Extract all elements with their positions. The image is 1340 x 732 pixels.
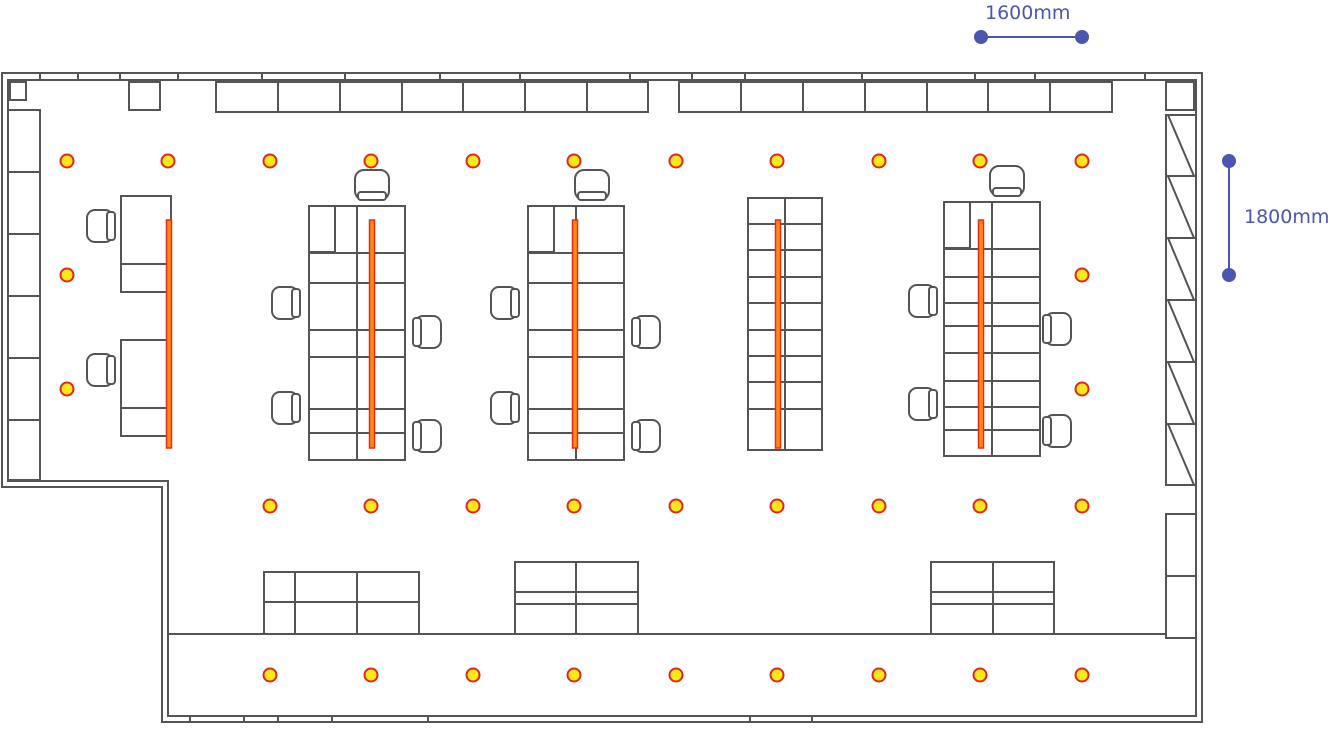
- ceiling-lights: [59, 153, 1090, 683]
- chair-icon: [908, 284, 938, 318]
- light-icon: [363, 667, 379, 683]
- light-icon: [1074, 498, 1090, 514]
- partition-screen: [977, 219, 985, 449]
- storage-cabinet-2: [514, 561, 639, 635]
- light-icon: [1074, 381, 1090, 397]
- dimension-endpoint: [1075, 30, 1089, 44]
- light-icon: [363, 498, 379, 514]
- chair-icon: [574, 169, 610, 201]
- chair-icon: [271, 391, 301, 425]
- chair-icon: [86, 209, 116, 243]
- light-icon: [972, 498, 988, 514]
- light-icon: [769, 153, 785, 169]
- furniture: [86, 165, 1072, 635]
- dimension-markers: [974, 30, 1236, 282]
- desk-left-top: [120, 195, 172, 293]
- light-icon: [972, 153, 988, 169]
- light-icon: [566, 153, 582, 169]
- chair-icon: [86, 353, 116, 387]
- storage-cabinet-3: [930, 561, 1055, 635]
- chair-icon: [354, 169, 390, 201]
- light-icon: [262, 153, 278, 169]
- desk-cluster-c: [747, 197, 823, 451]
- light-icon: [972, 667, 988, 683]
- light-icon: [59, 381, 75, 397]
- light-icon: [769, 498, 785, 514]
- dimension-endpoint: [974, 30, 988, 44]
- light-icon: [769, 667, 785, 683]
- light-icon: [871, 153, 887, 169]
- light-icon: [871, 667, 887, 683]
- top-cabinets-left: [215, 81, 649, 113]
- light-icon: [1074, 667, 1090, 683]
- light-icon: [363, 153, 379, 169]
- dimension-endpoint: [1222, 268, 1236, 282]
- chair-icon: [490, 391, 520, 425]
- light-icon: [465, 153, 481, 169]
- light-icon: [59, 153, 75, 169]
- partition-screen: [774, 219, 782, 449]
- top-cabinets-right: [678, 81, 1113, 113]
- dimension-label-vertical: 1800mm: [1244, 206, 1330, 228]
- chair-icon: [1042, 312, 1072, 346]
- chair-icon: [631, 419, 661, 453]
- chair-icon: [490, 286, 520, 320]
- storage-cabinet-1: [263, 571, 420, 635]
- desk-left-bottom: [120, 339, 172, 437]
- chair-icon: [271, 286, 301, 320]
- dimension-endpoint: [1222, 154, 1236, 168]
- light-icon: [59, 267, 75, 283]
- chair-icon: [631, 315, 661, 349]
- outer-wall: [1, 72, 1203, 723]
- chair-icon: [908, 387, 938, 421]
- light-icon: [871, 498, 887, 514]
- light-icon: [668, 667, 684, 683]
- light-icon: [1074, 267, 1090, 283]
- chair-icon: [1042, 414, 1072, 448]
- partitions: [165, 219, 985, 449]
- partition-screen: [571, 219, 579, 449]
- light-icon: [566, 498, 582, 514]
- chair-icon: [412, 419, 442, 453]
- dimension-label-horizontal: 1600mm: [985, 2, 1071, 24]
- partition-screen: [165, 219, 173, 449]
- light-icon: [1074, 153, 1090, 169]
- light-icon: [566, 667, 582, 683]
- light-icon: [465, 667, 481, 683]
- light-icon: [262, 667, 278, 683]
- light-icon: [465, 498, 481, 514]
- built-in-furniture: [7, 81, 1197, 639]
- partition-screen: [368, 219, 376, 449]
- light-icon: [160, 153, 176, 169]
- light-icon: [262, 498, 278, 514]
- chair-icon: [412, 315, 442, 349]
- light-icon: [668, 498, 684, 514]
- light-icon: [668, 153, 684, 169]
- chair-icon: [989, 165, 1025, 197]
